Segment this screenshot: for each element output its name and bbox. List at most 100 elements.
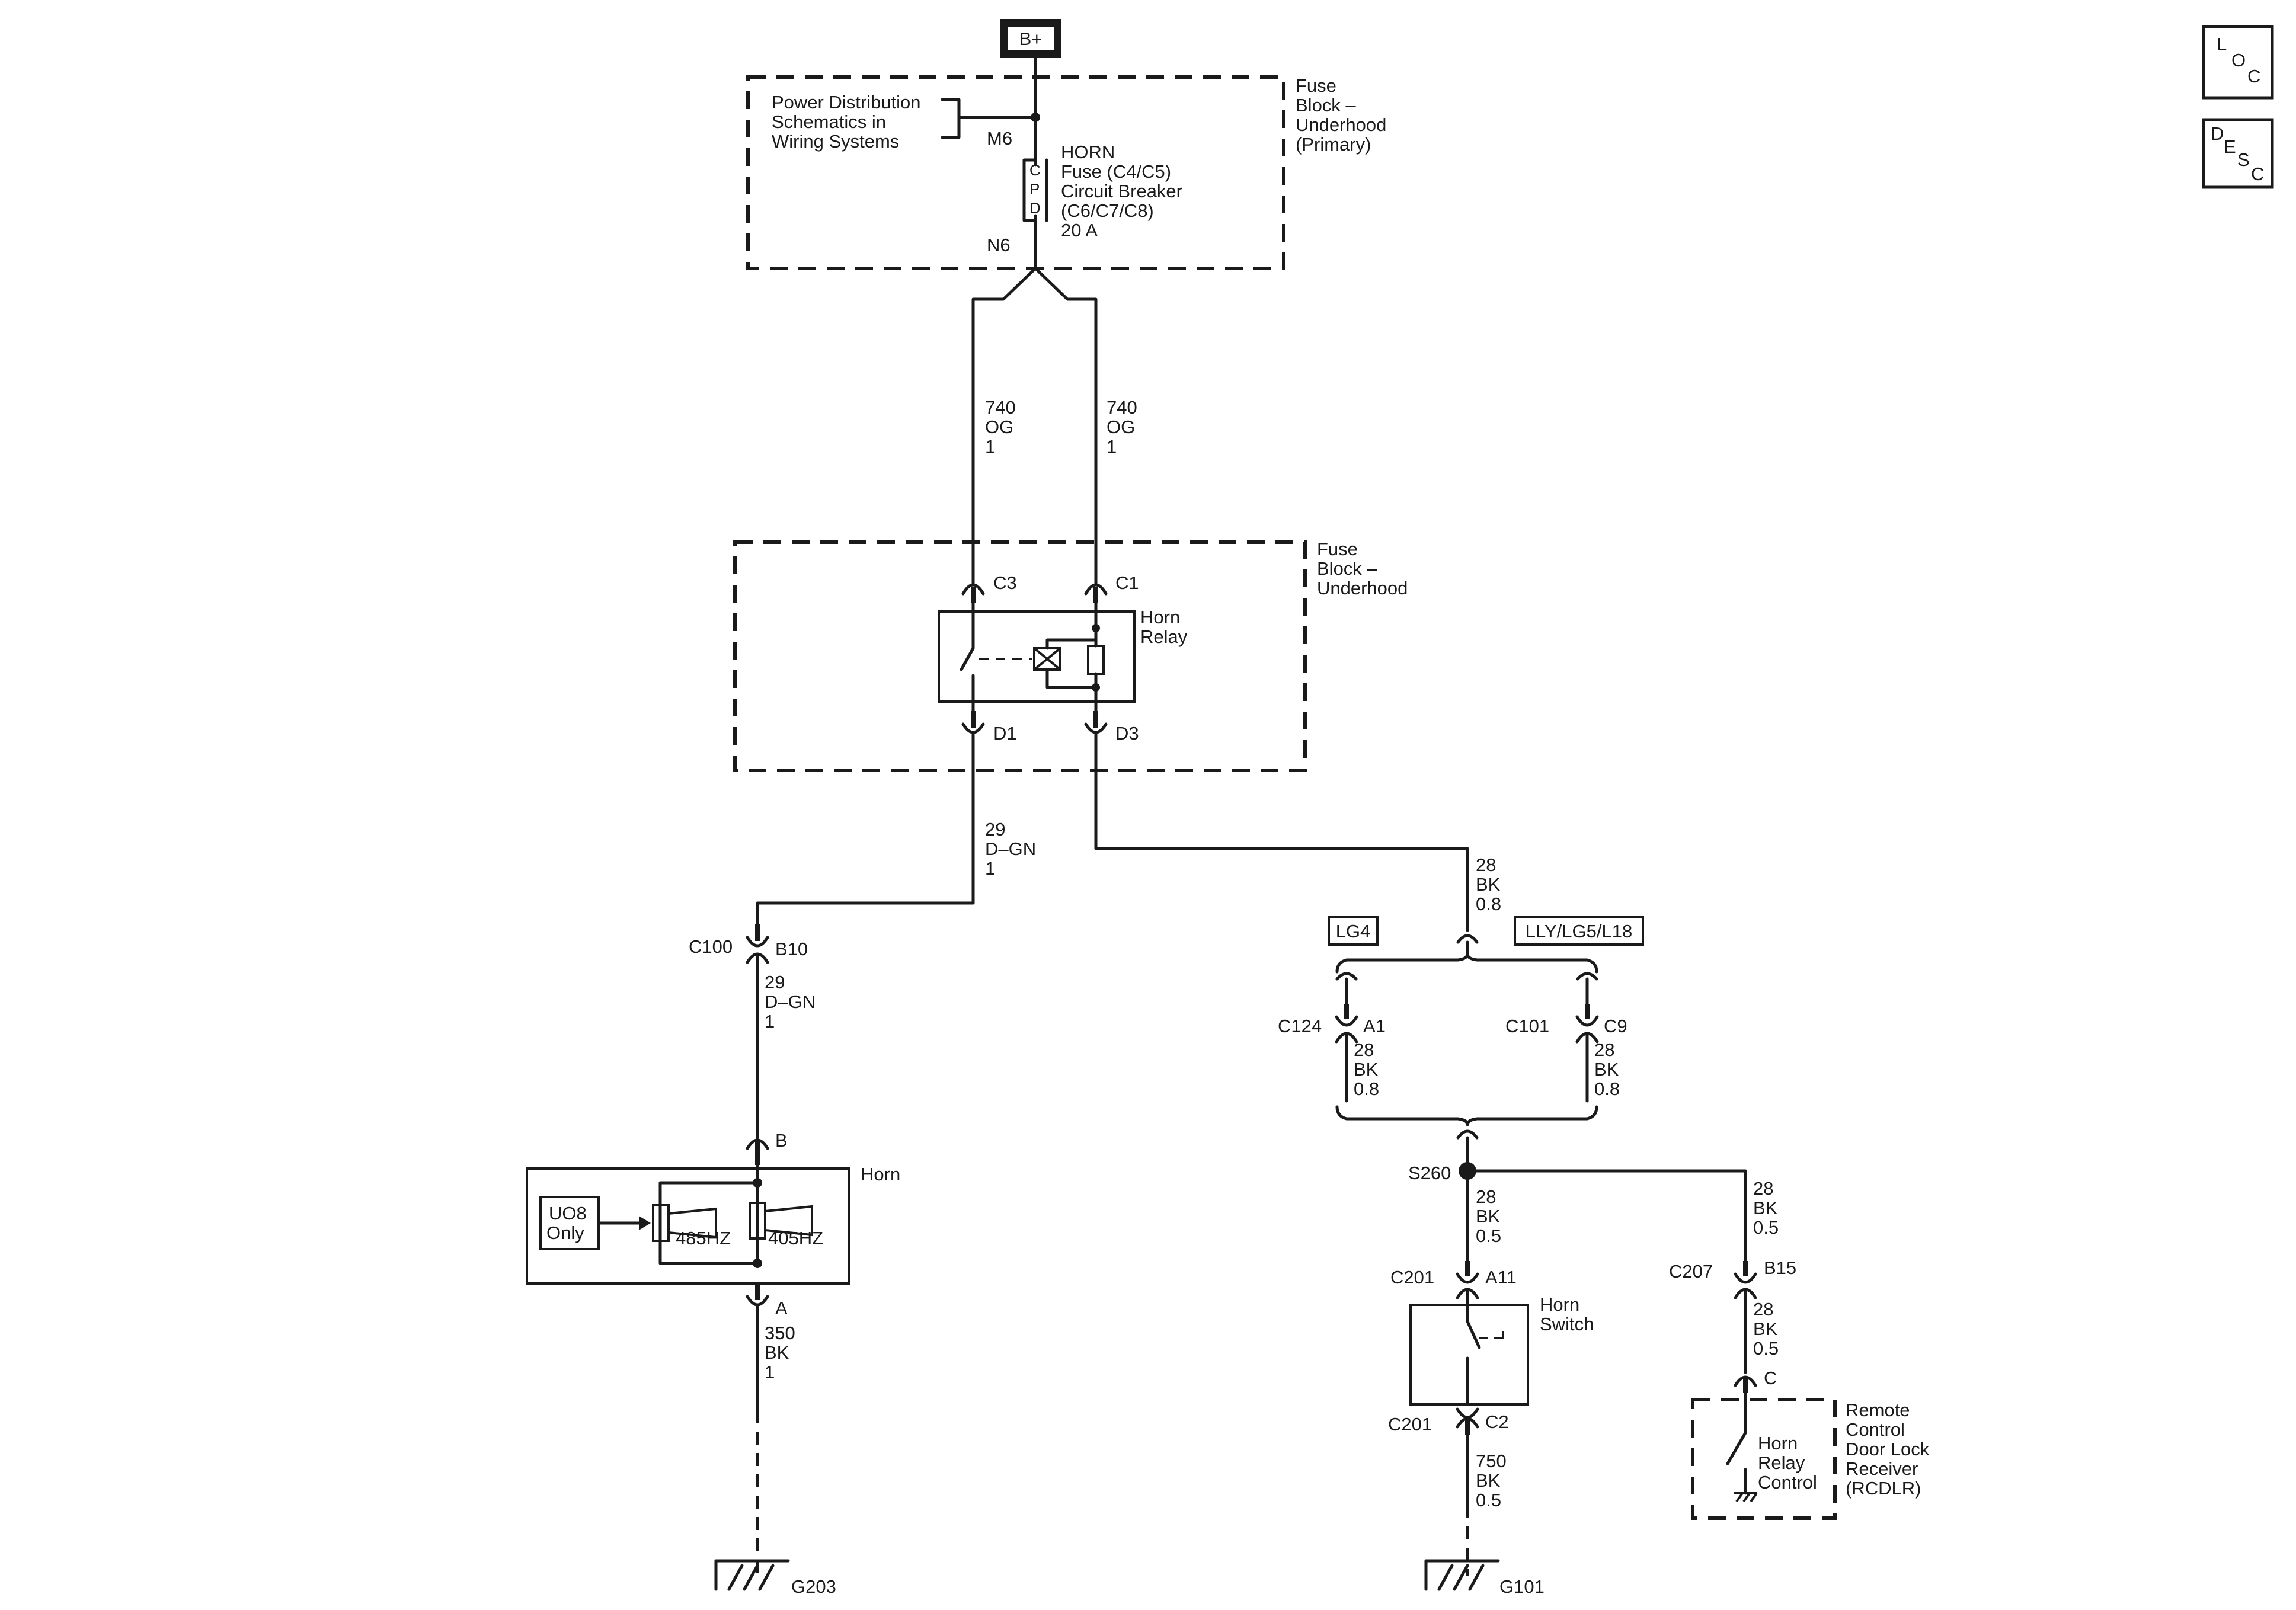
c1-pin-label: C1 (1115, 572, 1139, 593)
lly-option-label: LLY/LG5/L18 (1526, 921, 1632, 942)
rcdlr-label-2: Control (1846, 1419, 1905, 1440)
wire-28-c124-label-2: BK (1354, 1059, 1379, 1080)
rcdlr-label-5: (RCDLR) (1846, 1478, 1921, 1499)
b-plus-label: B+ (1019, 28, 1043, 49)
cpd-letter-c: C (1029, 161, 1041, 179)
wire-28-s260-down-label-1: 28 (1476, 1186, 1496, 1207)
wire-28-c101-label-2: BK (1594, 1059, 1619, 1080)
rcdlr-pin-label: C (1764, 1368, 1777, 1388)
rcdlr-label-3: Door Lock (1846, 1439, 1930, 1459)
power-ref-line-1: Power Distribution (772, 92, 921, 113)
relay-label-2: Relay (1140, 626, 1188, 647)
c2-pin-label: C2 (1485, 1411, 1509, 1432)
option-split: LG4 LLY/LG5/L18 (1328, 916, 1644, 974)
option-merge-brace (1335, 1105, 1598, 1173)
wire-28-c207-label-1: 28 (1753, 1299, 1773, 1320)
rcdlr-inner-label-3: Control (1758, 1472, 1817, 1493)
loc-badge[interactable]: L O C (2202, 25, 2274, 100)
wire-28-s260-down-label-3: 0.5 (1476, 1225, 1501, 1246)
c101-label: C101 (1505, 1016, 1549, 1036)
c101-connector: C101 C9 (1505, 972, 1627, 1044)
desc-badge[interactable]: D E S C (2202, 118, 2274, 189)
wire-740-og-left (971, 267, 1037, 585)
rcdlr-module: C Horn Relay Control Remote Control Door… (1691, 1368, 1930, 1520)
d3-connector-symbol (1084, 722, 1108, 734)
fuse-block-primary: Fuse Block – Underhood (Primary) Power D… (746, 56, 1386, 270)
horn-internal-wiring (658, 1163, 759, 1265)
horn-b-connector-symbol (746, 1138, 769, 1150)
c1-connector-symbol (1084, 583, 1108, 596)
c124-label: C124 (1278, 1016, 1322, 1036)
a1-pin-label: A1 (1363, 1016, 1386, 1036)
wire-28-bk-relay-ground (1094, 733, 1469, 932)
g203-ground-symbol: G203 (714, 1559, 836, 1597)
wire-28-c124-label-3: 0.8 (1354, 1078, 1379, 1099)
g101-label: G101 (1499, 1576, 1544, 1597)
lg4-option-label: LG4 (1336, 921, 1371, 942)
b-plus-terminal: B+ (1000, 19, 1061, 58)
cpd-letter-d: D (1029, 199, 1041, 217)
rcdlr-inner-label-2: Relay (1758, 1452, 1805, 1473)
horn-485hz-element (652, 1204, 717, 1242)
wire-28-c207-label-3: 0.5 (1753, 1338, 1779, 1359)
wire-750-label-2: BK (1476, 1470, 1501, 1491)
option-split-brace (1335, 934, 1598, 974)
wire-350-label-2: BK (765, 1342, 789, 1363)
c100-connector: C100 B10 (689, 924, 808, 964)
c9-pin-label: C9 (1604, 1016, 1627, 1036)
fuse-desc-line-4: (C6/C7/C8) (1061, 200, 1154, 221)
loc-letter-2: O (2231, 50, 2246, 71)
horn-b-pin-label: B (775, 1130, 788, 1151)
n6-pin-label: N6 (987, 235, 1011, 255)
wire-750-label-3: 0.5 (1476, 1490, 1501, 1510)
wire-740-left-label-1: 740 (985, 397, 1016, 418)
rcdlr-inner-label-1: Horn (1758, 1433, 1798, 1454)
fuse-block-primary-label-3: Underhood (1296, 114, 1386, 135)
wire-29-upper-label-2: D–GN (985, 838, 1036, 859)
horn-405hz-label: 405HZ (768, 1228, 823, 1249)
wire-28-s260-right-label-3: 0.5 (1753, 1217, 1779, 1238)
horn-485hz-label: 485HZ (676, 1228, 731, 1249)
m6-pin-label: M6 (987, 128, 1012, 149)
loc-letter-3: C (2247, 66, 2260, 87)
wire-350-label-1: 350 (765, 1323, 795, 1343)
fuse-desc-line-1: HORN (1061, 142, 1115, 162)
fuse-desc-line-5: 20 A (1061, 220, 1098, 241)
wire-28-relay-label-3: 0.8 (1476, 894, 1501, 914)
wire-740-right-label-3: 1 (1107, 436, 1117, 457)
horn-outline (526, 1167, 850, 1285)
s260-label: S260 (1408, 1163, 1451, 1183)
horn-a-pin-label: A (775, 1298, 788, 1318)
m6-junction-dot (1031, 113, 1040, 122)
g101-ground-symbol: G101 (1424, 1559, 1544, 1597)
c201-top-label: C201 (1390, 1267, 1434, 1288)
wire-740-left-label-2: OG (985, 417, 1013, 437)
relay-diode-resistor (1087, 645, 1105, 675)
g203-label: G203 (791, 1576, 836, 1597)
horn-switch-label-1: Horn (1540, 1294, 1579, 1315)
rcdlr-label-4: Receiver (1846, 1458, 1918, 1479)
relay-label-1: Horn (1140, 607, 1180, 628)
fuse-block-label-1: Fuse (1317, 539, 1358, 559)
wire-29-lower-label-2: D–GN (765, 991, 816, 1012)
wire-750-label-1: 750 (1476, 1451, 1507, 1471)
c100-label: C100 (689, 936, 733, 957)
horn-switch-actuator (1479, 1331, 1504, 1345)
fuse-desc-line-3: Circuit Breaker (1061, 181, 1182, 201)
c3-pin-label: C3 (993, 572, 1017, 593)
wire-29-lower-label-1: 29 (765, 972, 785, 993)
power-ref-line-3: Wiring Systems (772, 131, 899, 152)
loc-letter-1: L (2217, 34, 2227, 55)
horn-label: Horn (861, 1164, 900, 1185)
uo8-label-1: UO8 (549, 1203, 587, 1224)
rcdlr-switch-contact (1726, 1391, 1747, 1495)
rcdlr-internal-ground (1734, 1492, 1758, 1503)
wire-29-upper-label-1: 29 (985, 819, 1005, 840)
c201-a11-connector: C201 A11 (1390, 1261, 1517, 1299)
desc-letter-4: C (2251, 164, 2264, 184)
d1-pin-label: D1 (993, 723, 1017, 744)
c3-connector-symbol (961, 583, 985, 596)
wire-28-c101-label-3: 0.8 (1594, 1078, 1620, 1099)
b10-pin-label: B10 (775, 939, 808, 959)
